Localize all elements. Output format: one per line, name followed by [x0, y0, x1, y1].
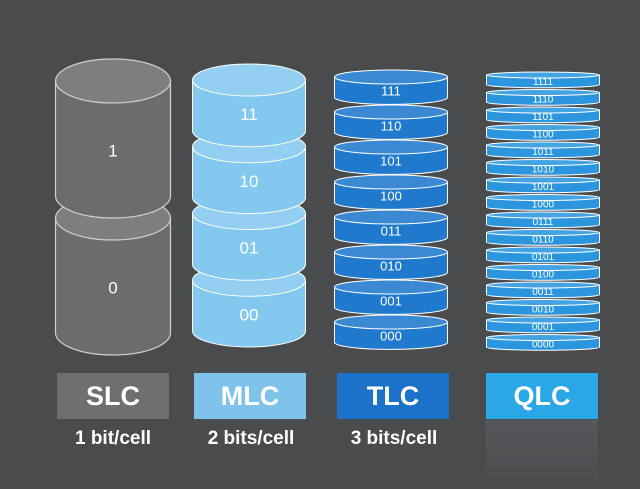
cell-qlc: 1111 [486, 71, 600, 89]
cell-qlc: 1101 [486, 106, 600, 124]
cell-tlc: 110 [334, 104, 448, 140]
cell-tlc: 010 [334, 244, 448, 280]
cell-value-label: 0100 [532, 270, 555, 281]
cell-mlc: 11 [192, 63, 306, 148]
cell-qlc: 0110 [486, 229, 600, 246]
cell-qlc: 1001 [486, 176, 600, 194]
cell-tlc: 100 [334, 174, 448, 210]
cell-value-label: 110 [381, 119, 402, 134]
slc-label: SLC [57, 373, 169, 419]
cell-value-label: 1010 [532, 165, 555, 176]
cell-qlc: 0111 [486, 211, 600, 229]
cell-value-label: 0111 [533, 217, 554, 228]
cell-value-label: 01 [240, 239, 259, 258]
qlc-stack: 0000 0001 0010 0011 0100 0101 0110 0111 1000 1001… [486, 71, 600, 351]
cell-value-label: 1001 [532, 182, 555, 193]
tlc-caption: 3 bits/cell [350, 428, 438, 449]
cell-value-label: 0 [108, 279, 117, 298]
cell-value-label: 10 [240, 172, 259, 191]
cell-slc: 1 [54, 58, 172, 219]
cell-tlc: 111 [334, 69, 448, 105]
slc-caption: 1 bit/cell [74, 428, 152, 449]
cell-value-label: 1 [108, 142, 117, 161]
cell-qlc: 0011 [486, 281, 600, 299]
cell-qlc: 0100 [486, 264, 600, 281]
cell-value-label: 1101 [532, 112, 554, 123]
cell-slc: 0 [54, 195, 172, 356]
cell-value-label: 101 [380, 154, 402, 169]
mlc-label: MLC [194, 373, 306, 419]
cell-qlc: 0000 [486, 334, 600, 351]
cell-tlc: 101 [334, 139, 448, 175]
cell-value-label: 0110 [532, 235, 554, 246]
cell-value-label: 0000 [532, 340, 555, 351]
cell-value-label: 1100 [532, 130, 554, 141]
cell-tlc: 000 [334, 314, 448, 350]
cell-tlc: 001 [334, 279, 448, 315]
cell-value-label: 0010 [532, 305, 555, 316]
cell-value-label: 000 [380, 329, 402, 344]
qlc-caption-shadow [486, 420, 598, 489]
slc-stack: 01 [54, 58, 172, 356]
cell-qlc: 0001 [486, 316, 600, 334]
mlc-caption: 2 bits/cell [207, 428, 295, 449]
cell-value-label: 0011 [532, 287, 554, 298]
cell-value-label: 1011 [532, 147, 554, 158]
cell-value-label: 011 [381, 224, 402, 239]
cell-value-label: 0101 [532, 252, 555, 263]
cell-value-label: 1000 [532, 200, 555, 211]
cell-qlc: 1100 [486, 124, 600, 141]
cell-value-label: 111 [381, 84, 401, 99]
cell-value-label: 100 [380, 189, 402, 204]
cell-value-label: 11 [240, 105, 258, 124]
cell-value-label: 001 [380, 294, 402, 309]
tlc-stack: 000 001 010 011 100 101 110 111 [334, 69, 448, 350]
cell-value-label: 0001 [532, 322, 555, 333]
cell-qlc: 1000 [486, 194, 600, 211]
tlc-label: TLC [337, 373, 449, 419]
cell-qlc: 1110 [486, 89, 600, 106]
cell-value-label: 1110 [533, 95, 554, 106]
cell-qlc: 1010 [486, 159, 600, 176]
cell-tlc: 011 [334, 209, 448, 245]
cell-value-label: 1111 [533, 77, 553, 88]
cell-qlc: 1011 [486, 141, 600, 159]
cell-value-label: 00 [240, 305, 259, 324]
cell-qlc: 0010 [486, 299, 600, 316]
cell-value-label: 010 [380, 259, 402, 274]
qlc-label: QLC [486, 373, 598, 419]
cell-qlc: 0101 [486, 246, 600, 264]
mlc-stack: 00 01 10 11 [192, 63, 306, 348]
